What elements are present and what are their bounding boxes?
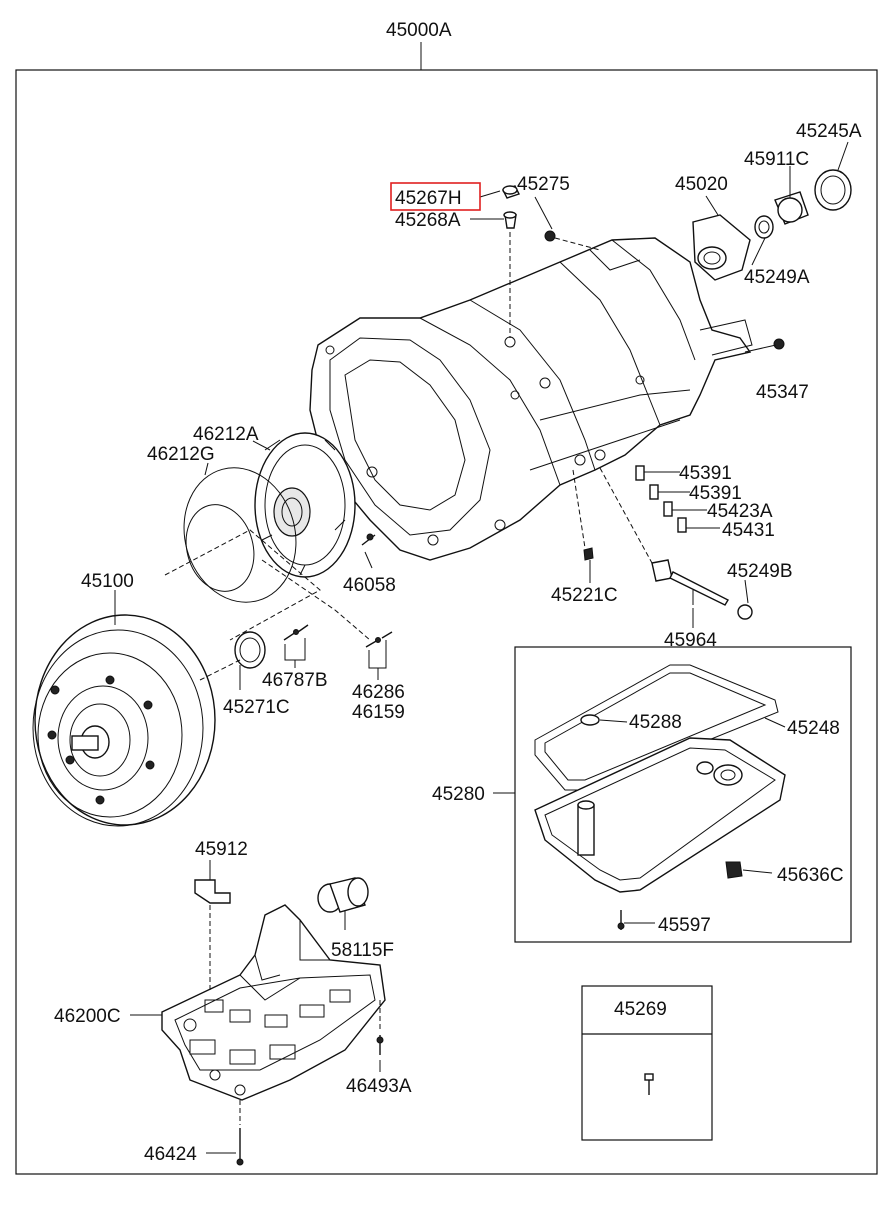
bolt-45597-part [617, 910, 625, 930]
label-46424[interactable]: 46424 [144, 1144, 197, 1165]
kit-box [581, 985, 713, 1141]
torque-converter-part [32, 614, 216, 827]
label-45912[interactable]: 45912 [195, 839, 248, 860]
guide-bolts [261, 559, 371, 641]
label-45423A[interactable]: 45423A [707, 501, 773, 522]
seal-45249A-part [754, 215, 774, 239]
label-45221C[interactable]: 45221C [551, 585, 618, 606]
label-45268A[interactable]: 45268A [395, 210, 461, 231]
plug-45221C-part [572, 469, 594, 561]
guide-pump [164, 529, 321, 641]
label-45249B[interactable]: 45249B [727, 561, 793, 582]
solenoid-58115F-part [317, 877, 369, 913]
label-45347[interactable]: 45347 [756, 382, 809, 403]
label-45020[interactable]: 45020 [675, 174, 728, 195]
label-45100[interactable]: 45100 [81, 571, 134, 592]
output-flange-part [692, 214, 751, 281]
sleeve-45431-part [677, 517, 687, 533]
bolt-46493A-part [376, 1000, 384, 1055]
assembly-label: 45000A [386, 20, 452, 41]
label-45636C[interactable]: 45636C [777, 865, 844, 886]
label-45280[interactable]: 45280 [432, 784, 485, 805]
seal-45245A-part [814, 169, 852, 211]
breather-cap-part [502, 185, 520, 199]
bolt-46424-part [236, 1100, 244, 1166]
label-58115F[interactable]: 58115F [331, 940, 394, 961]
label-46286[interactable]: 46286 [352, 682, 405, 703]
label-45275[interactable]: 45275 [517, 174, 570, 195]
label-46787B[interactable]: 46787B [262, 670, 328, 691]
sleeve-45423A-part [663, 501, 673, 517]
assembly-frame [15, 69, 878, 1175]
label-45391b[interactable]: 45391 [689, 483, 742, 504]
bushing-45911C-part [774, 191, 809, 225]
label-46212A[interactable]: 46212A [193, 424, 259, 445]
label-46200C[interactable]: 46200C [54, 1006, 121, 1027]
label-46159[interactable]: 46159 [352, 702, 405, 723]
label-45249A[interactable]: 45249A [744, 267, 810, 288]
o-ring-part [183, 467, 297, 603]
bolt-45347-part [744, 338, 785, 353]
bolts-46787B-part [283, 624, 309, 641]
label-46212G[interactable]: 46212G [147, 444, 215, 465]
seal-45249B-part [737, 604, 753, 620]
label-45248[interactable]: 45248 [787, 718, 840, 739]
highlight-box [390, 182, 481, 211]
label-45269[interactable]: 45269 [614, 999, 667, 1020]
tube-45964-part [599, 467, 729, 606]
oil-pan-box [514, 646, 852, 943]
bolt-45269-part [644, 1073, 654, 1095]
seal-45271C-part [234, 631, 266, 669]
bolt-45275-part [544, 230, 601, 251]
pan-gasket-part [534, 664, 779, 791]
label-45245A[interactable]: 45245A [796, 121, 862, 142]
magnet-45288-part [580, 714, 600, 726]
label-45288[interactable]: 45288 [629, 712, 682, 733]
sleeve-45391b-part [649, 484, 659, 500]
label-45597[interactable]: 45597 [658, 915, 711, 936]
oil-pan-part [534, 737, 786, 893]
leader-lines [114, 141, 849, 1154]
label-45267H[interactable]: 45267H [395, 188, 462, 209]
bolt-45636C-part [725, 861, 743, 879]
label-45271C[interactable]: 45271C [223, 697, 290, 718]
transmission-case [309, 237, 753, 561]
label-46493A[interactable]: 46493A [346, 1076, 412, 1097]
bolts-46286-part [365, 631, 393, 648]
sleeve-45391a-part [635, 465, 645, 481]
oil-pump-part [254, 432, 356, 578]
bolt-46058-part [361, 533, 376, 546]
label-45391a[interactable]: 45391 [679, 463, 732, 484]
bracket-45912-part [194, 879, 231, 990]
label-45431[interactable]: 45431 [722, 520, 775, 541]
label-46058[interactable]: 46058 [343, 575, 396, 596]
breather-plug-part [503, 211, 517, 229]
label-45911C[interactable]: 45911C [744, 149, 809, 170]
label-45964[interactable]: 45964 [664, 630, 717, 651]
valve-body-part [161, 904, 386, 1101]
